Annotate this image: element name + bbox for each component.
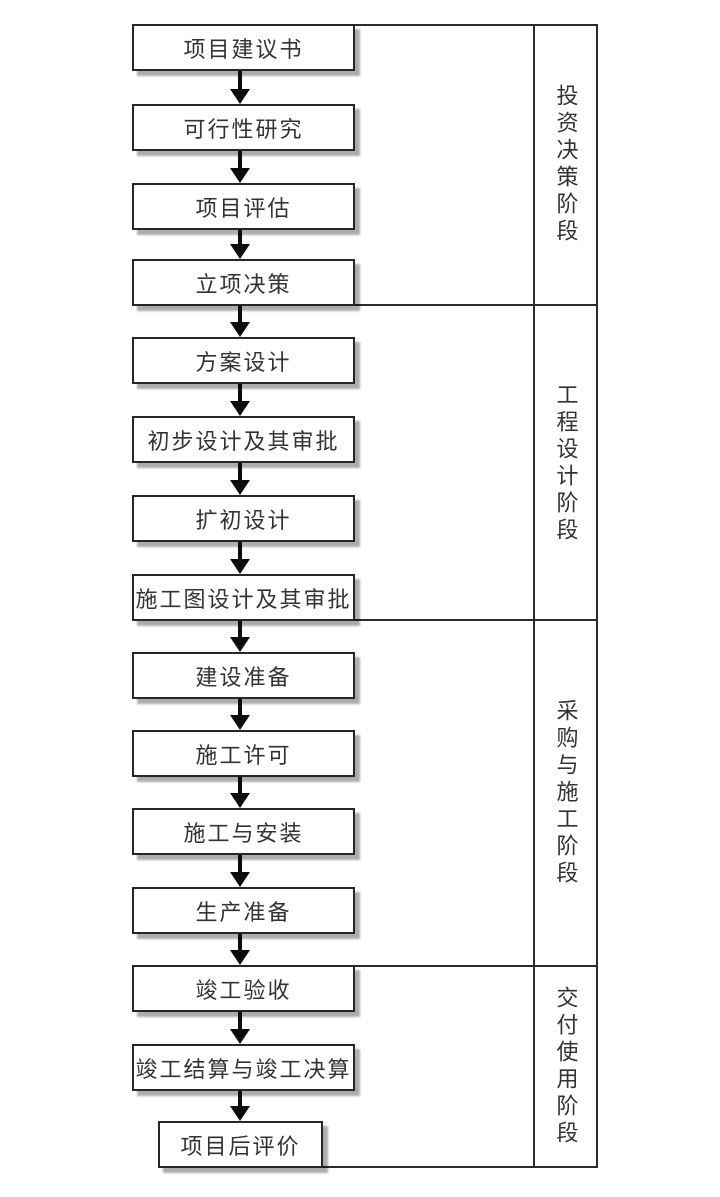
down-arrow-shaft (238, 699, 242, 717)
flow-step-box: 项目后评价 (158, 1121, 323, 1168)
flow-step-label: 项目建议书 (183, 36, 304, 62)
phase-label: 工程设计阶段 (553, 382, 579, 545)
flow-step-label: 项目评估 (195, 195, 292, 221)
flow-step-label: 立项决策 (195, 271, 292, 297)
flow-step-label: 施工图设计及其审批 (135, 586, 352, 612)
phase-cell: 采购与施工阶段 (533, 621, 598, 965)
phase-rail-bottom (158, 1166, 598, 1168)
phase-divider-3 (355, 965, 598, 967)
flow-step-label: 扩初设计 (195, 507, 292, 533)
down-arrow-icon (230, 715, 250, 730)
phase-label: 采购与施工阶段 (553, 698, 579, 888)
down-arrow-shaft (238, 542, 242, 561)
down-arrow-shaft (238, 855, 242, 874)
flow-step-box: 扩初设计 (132, 495, 355, 542)
down-arrow-icon (230, 89, 250, 104)
down-arrow-icon (230, 480, 250, 495)
down-arrow-icon (230, 244, 250, 259)
phase-column (533, 24, 598, 1168)
down-arrow-shaft (238, 71, 242, 91)
flow-step-box: 施工与安装 (132, 808, 355, 855)
flow-step-box: 可行性研究 (132, 104, 355, 151)
flow-step-label: 项目后评价 (180, 1133, 301, 1159)
flow-step-box: 施工许可 (132, 730, 355, 777)
flow-step-box: 竣工结算与竣工决算 (132, 1044, 355, 1091)
flow-step-label: 建设准备 (195, 664, 292, 690)
flow-step-label: 初步设计及其审批 (147, 428, 340, 454)
down-arrow-icon (230, 950, 250, 965)
down-arrow-shaft (238, 306, 242, 324)
flow-step-box: 建设准备 (132, 652, 355, 699)
flow-step-box: 初步设计及其审批 (132, 416, 355, 463)
flow-step-box: 项目评估 (132, 183, 355, 230)
flow-step-box: 方案设计 (132, 337, 355, 384)
flow-step-box: 生产准备 (132, 887, 355, 934)
down-arrow-shaft (238, 934, 242, 952)
flow-step-label: 生产准备 (195, 899, 292, 925)
flow-step-box: 施工图设计及其审批 (132, 574, 355, 621)
down-arrow-icon (230, 401, 250, 416)
down-arrow-shaft (238, 384, 242, 403)
flow-step-box: 立项决策 (132, 259, 355, 306)
flow-step-box: 竣工验收 (132, 965, 355, 1012)
down-arrow-icon (230, 1106, 250, 1121)
down-arrow-icon (230, 322, 250, 337)
down-arrow-icon (230, 168, 250, 183)
down-arrow-shaft (238, 777, 242, 795)
phase-rail-top (355, 24, 598, 26)
flow-step-label: 竣工结算与竣工决算 (135, 1056, 352, 1082)
flow-step-label: 方案设计 (195, 349, 292, 375)
phase-label: 投资决策阶段 (553, 84, 579, 246)
down-arrow-shaft (238, 1012, 242, 1031)
down-arrow-shaft (238, 230, 242, 246)
down-arrow-icon (230, 637, 250, 652)
down-arrow-icon (230, 559, 250, 574)
down-arrow-shaft (238, 621, 242, 639)
phase-label: 交付使用阶段 (553, 985, 579, 1148)
down-arrow-icon (230, 872, 250, 887)
down-arrow-icon (230, 793, 250, 808)
flow-step-label: 竣工验收 (195, 977, 292, 1003)
flow-step-label: 施工许可 (195, 742, 292, 768)
down-arrow-shaft (238, 151, 242, 170)
phase-divider-1 (355, 304, 598, 306)
down-arrow-shaft (238, 463, 242, 482)
phase-cell: 投资决策阶段 (533, 24, 598, 306)
flow-step-label: 施工与安装 (183, 820, 304, 846)
phase-cell: 交付使用阶段 (533, 965, 598, 1168)
flow-step-box: 项目建议书 (132, 24, 355, 71)
down-arrow-icon (230, 1029, 250, 1044)
phase-cell: 工程设计阶段 (533, 306, 598, 621)
phase-divider-2 (355, 619, 598, 621)
flow-step-label: 可行性研究 (183, 116, 304, 142)
down-arrow-shaft (238, 1091, 242, 1108)
